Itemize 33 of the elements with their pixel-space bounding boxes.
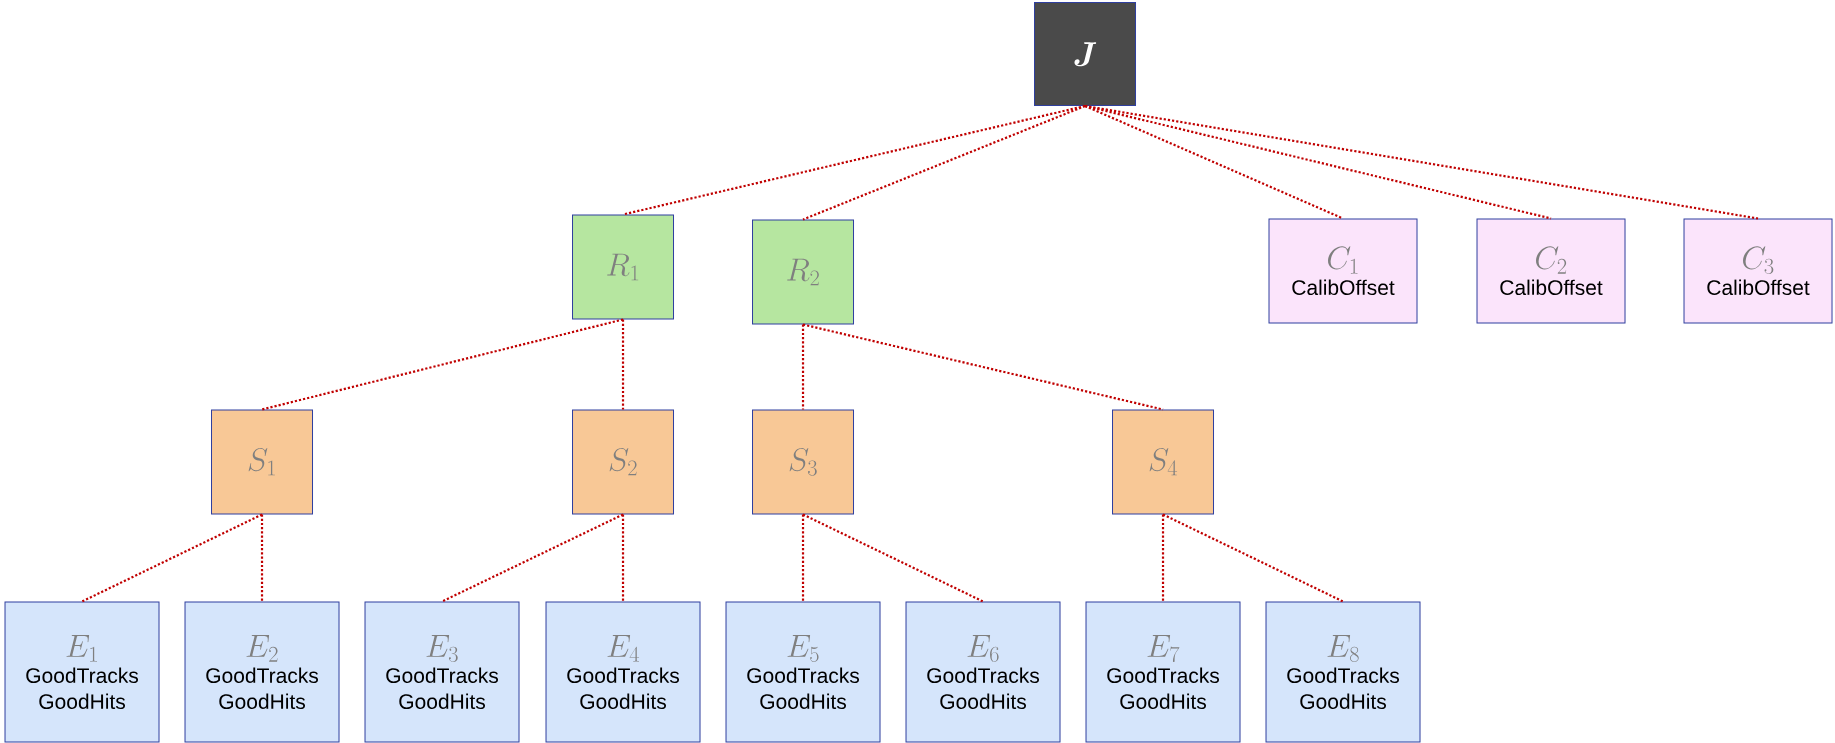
connector-line bbox=[260, 514, 264, 602]
connector-line bbox=[802, 323, 1164, 411]
node-box: $S_4$ bbox=[1112, 409, 1214, 515]
node-box: $S_2$ bbox=[572, 409, 674, 515]
connector-line bbox=[1161, 514, 1165, 602]
connector-line bbox=[441, 513, 624, 603]
connector-line bbox=[621, 514, 625, 602]
node-box: $E_5$ GoodTracks GoodHits bbox=[725, 601, 881, 743]
node-box: $R_1$ bbox=[572, 214, 674, 320]
connector-line bbox=[81, 513, 263, 603]
node-box: $C_3$ CalibOffset bbox=[1683, 218, 1833, 324]
node-box: $E_2$ GoodTracks GoodHits bbox=[184, 601, 340, 743]
node-box: $C_1$ CalibOffset bbox=[1268, 218, 1418, 324]
node-box: $E_4$ GoodTracks GoodHits bbox=[545, 601, 701, 743]
connector-line bbox=[802, 104, 1086, 221]
connector-line bbox=[801, 324, 805, 410]
node-box: $E_6$ GoodTracks GoodHits bbox=[905, 601, 1061, 743]
node-box: $R_2$ bbox=[752, 219, 854, 325]
node-box: $S_3$ bbox=[752, 409, 854, 515]
node-box: $E_1$ GoodTracks GoodHits bbox=[4, 601, 160, 743]
connector-line bbox=[1084, 104, 1759, 220]
node-box: $E_8$ GoodTracks GoodHits bbox=[1265, 601, 1421, 743]
connector-line bbox=[1084, 105, 1344, 220]
connector-line bbox=[261, 318, 624, 411]
node-box: $E_7$ GoodTracks GoodHits bbox=[1085, 601, 1241, 743]
node-box: $C_2$ CalibOffset bbox=[1476, 218, 1626, 324]
connector-line bbox=[801, 514, 805, 602]
connector-line bbox=[802, 513, 984, 603]
root-box: $J$ bbox=[1034, 2, 1136, 106]
node-box: $E_3$ GoodTracks GoodHits bbox=[364, 601, 520, 743]
connector-line bbox=[621, 319, 625, 410]
node-box: $S_1$ bbox=[211, 409, 313, 515]
connector-line bbox=[1162, 513, 1344, 603]
